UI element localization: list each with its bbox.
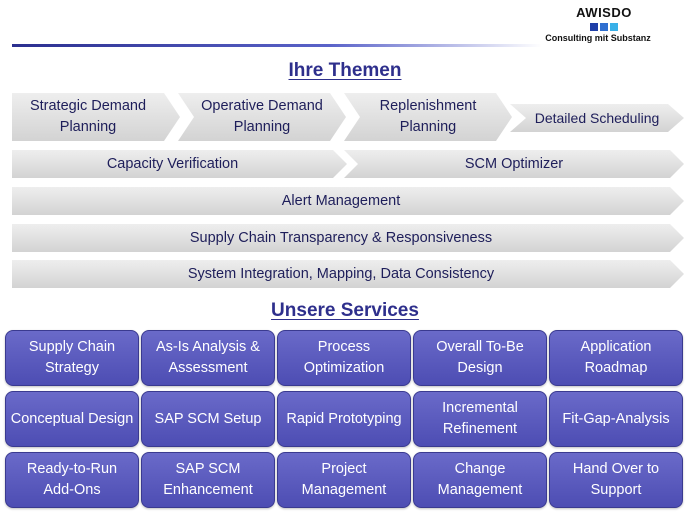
service-box: SAP SCM Setup [141,391,275,447]
service-box: Application Roadmap [549,330,683,386]
service-box: Hand Over to Support [549,452,683,508]
logo-name: AWISDO [576,5,632,20]
service-box: Overall To-Be Design [413,330,547,386]
company-logo: AWISDO Consulting mit Substanz [545,5,654,44]
theme-chevron: Replenishment Planning [344,93,512,141]
service-box: Fit-Gap-Analysis [549,391,683,447]
theme-bar: SCM Optimizer [344,150,684,178]
theme-bar: Capacity Verification [12,150,347,178]
service-box: As-Is Analysis & Assessment [141,330,275,386]
logo-square-3 [610,23,618,31]
logo-tagline: Consulting mit Substanz [545,33,651,43]
theme-bar: Alert Management [12,187,684,215]
service-box: Rapid Prototyping [277,391,411,447]
service-box: Process Optimization [277,330,411,386]
service-box: Supply Chain Strategy [5,330,139,386]
service-box: Project Management [277,452,411,508]
service-box: Change Management [413,452,547,508]
theme-chevron: Strategic Demand Planning [12,93,180,141]
service-box: Incremental Refinement [413,391,547,447]
header-divider [12,44,542,47]
service-box: Ready-to-Run Add-Ons [5,452,139,508]
theme-bar: System Integration, Mapping, Data Consis… [12,260,684,288]
service-box: SAP SCM Enhancement [141,452,275,508]
services-title: Unsere Services [271,300,419,321]
logo-square-2 [600,23,608,31]
logo-squares [554,23,654,31]
service-box: Conceptual Design [5,391,139,447]
theme-bar: Supply Chain Transparency & Responsivene… [12,224,684,252]
logo-square-1 [590,23,598,31]
themen-title: Ihre Themen [288,60,402,81]
theme-chevron: Detailed Scheduling [510,104,684,132]
theme-chevron: Operative Demand Planning [178,93,346,141]
